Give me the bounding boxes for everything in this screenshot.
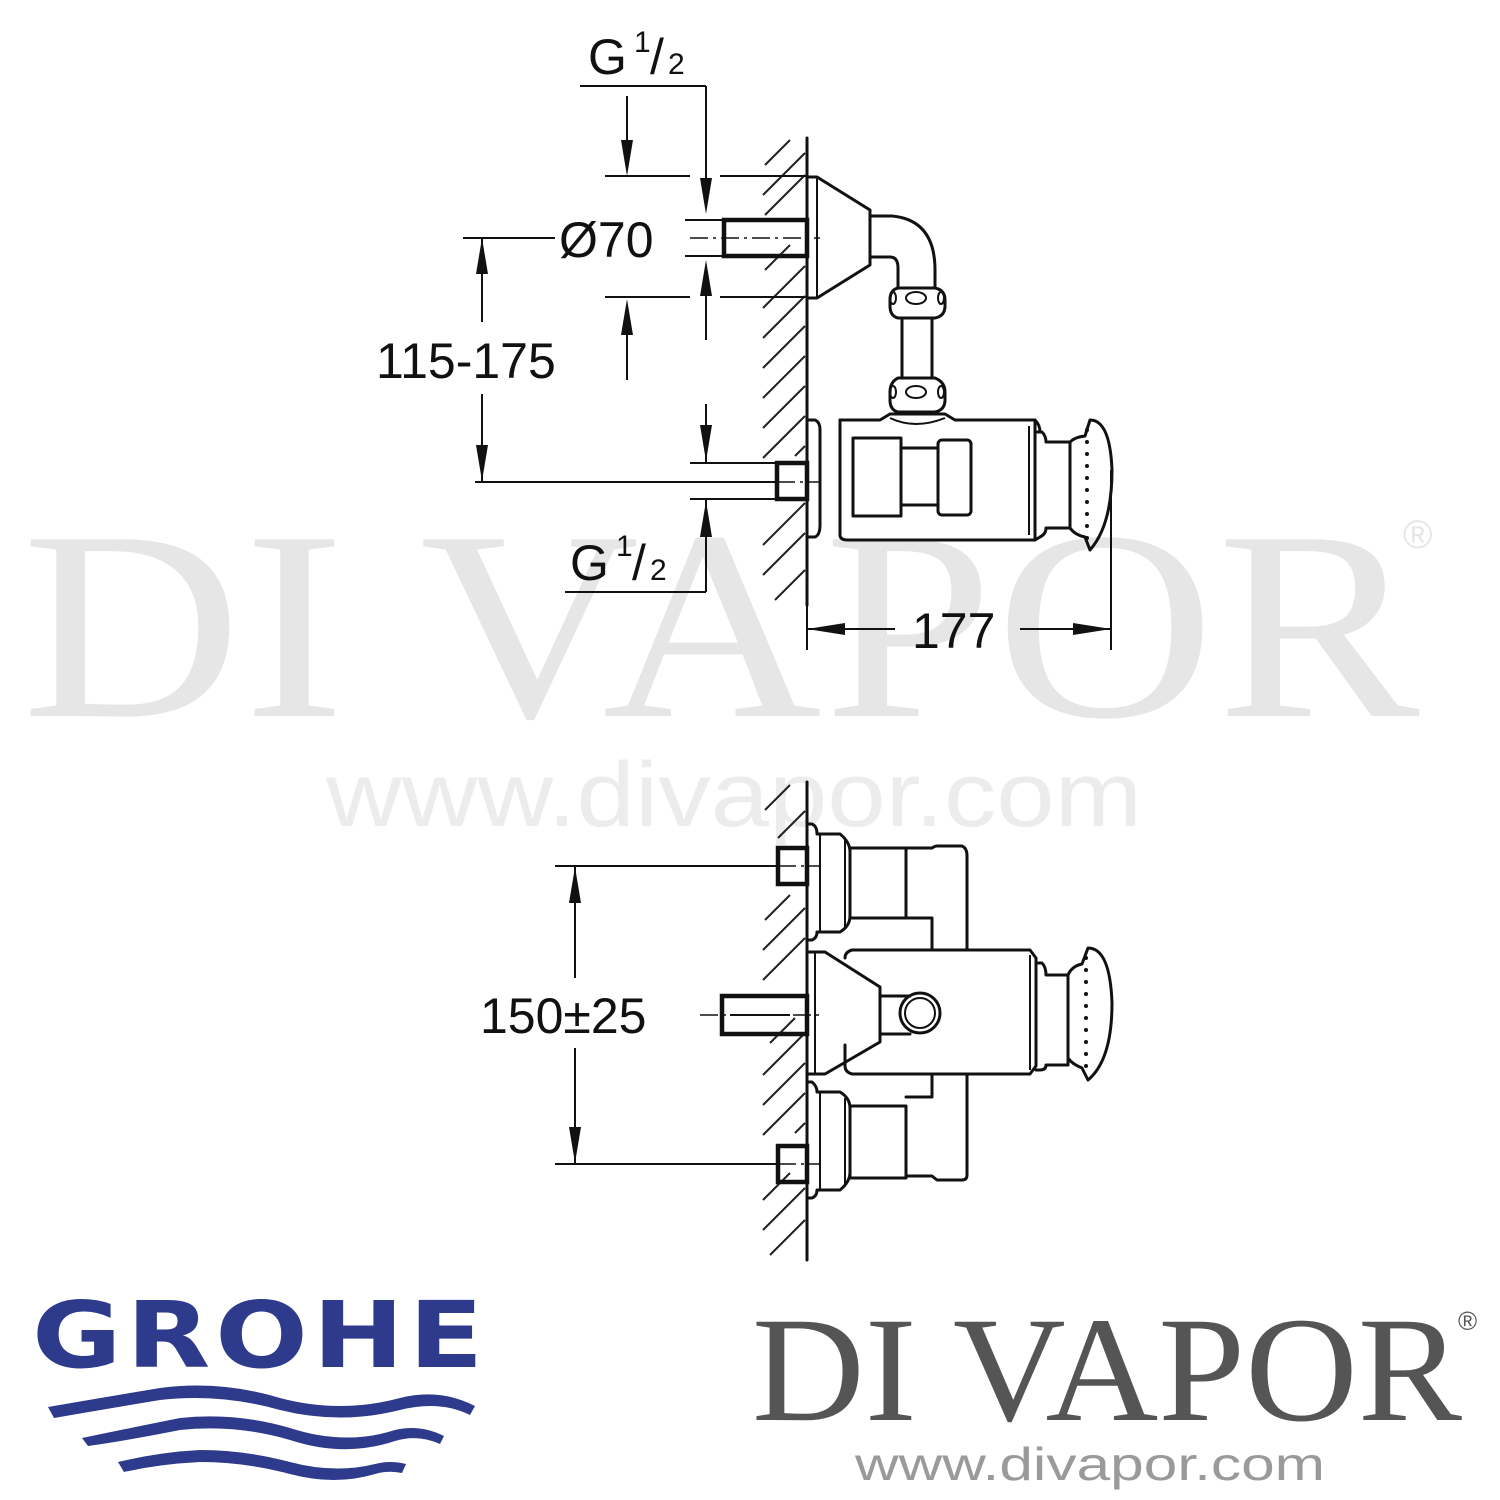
dim-centre-distance: 115-175 — [376, 333, 556, 389]
grohe-wordmark: GROHE — [32, 1282, 488, 1389]
dim-g-top-den: 2 — [668, 48, 685, 81]
divapor-registered-mark: ® — [1458, 1306, 1477, 1336]
inner-nut-b — [936, 438, 973, 517]
dim-g-top-num: 1 — [634, 26, 651, 59]
dim-projection: 177 — [912, 603, 995, 659]
thermostat-knob-bottom — [1066, 946, 1114, 1082]
top-flange — [805, 175, 872, 300]
elbow-pipe-inner — [868, 255, 900, 290]
divapor-wordmark: DI VAPOR — [752, 1287, 1462, 1453]
divapor-logo: DI VAPOR ® www.divapor.com — [752, 1287, 1477, 1490]
dim-inlet-spacing-lines — [555, 865, 778, 1165]
grohe-waves-icon — [48, 1385, 475, 1480]
centre-body — [843, 948, 1038, 1076]
upper-connector-sleeve — [848, 846, 908, 920]
watermark-url: www.divapor.com — [325, 744, 1142, 846]
dim-flange-diameter: Ø70 — [559, 212, 654, 268]
elbow-pipe-outer — [868, 214, 937, 290]
knob-grip-dots — [1085, 428, 1089, 540]
wall-hatching-bottom — [762, 784, 806, 1256]
dim-g-bottom-slash: / — [632, 535, 646, 591]
dim-g-top-slash: / — [650, 29, 664, 85]
upper-crossbar — [904, 844, 969, 952]
lower-crossbar — [904, 1072, 969, 1182]
dim-g-bottom-den: 2 — [650, 554, 667, 587]
dim-projection-lines — [806, 470, 1112, 650]
dim-g-bottom-label: G — [570, 535, 609, 591]
outlet-ring — [898, 991, 942, 1035]
grohe-logo: GROHE — [32, 1282, 488, 1480]
watermark-brand: DI VAPOR — [22, 476, 1422, 775]
lower-connector-sleeve — [848, 1104, 908, 1180]
dim-inlet-spacing: 150±25 — [480, 988, 646, 1044]
dim-g-top-label: G — [588, 29, 627, 85]
valve-body — [838, 418, 1037, 542]
centre-cone — [805, 950, 882, 1076]
dim-g-bottom-num: 1 — [616, 530, 633, 563]
divapor-url: www.divapor.com — [854, 1438, 1325, 1490]
knob-grip-dots-bottom — [1084, 956, 1088, 1068]
dim-centre-distance-lines — [463, 237, 712, 593]
watermark-registered-mark: ® — [1403, 513, 1432, 557]
dim-g-half-top — [580, 85, 807, 380]
